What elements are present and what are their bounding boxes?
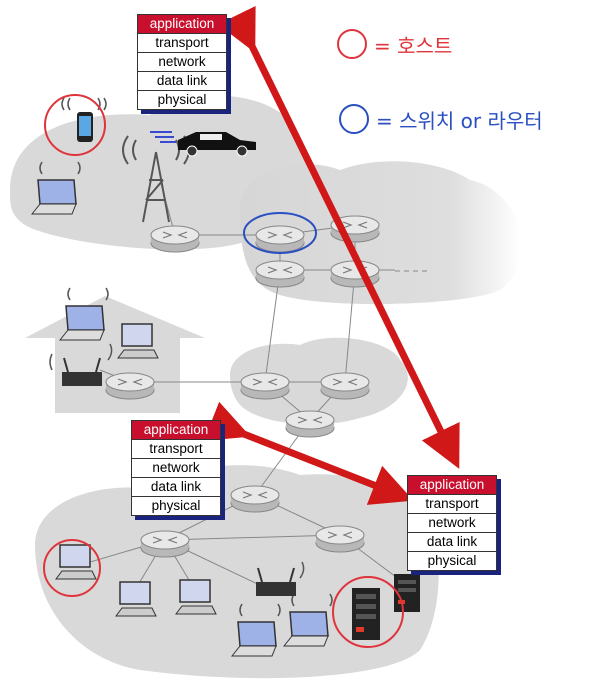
router-icon (230, 485, 280, 513)
stack-layer-network: network (132, 458, 220, 477)
legend-router-circle (339, 104, 369, 134)
stack-layer-network: network (408, 513, 496, 532)
router-highlight-ellipse (243, 212, 317, 254)
stack-layer-physical: physical (408, 551, 496, 570)
legend-host-text: = 호스트 (374, 34, 453, 58)
wifi-router-icon (256, 561, 305, 596)
host-highlight-circle (43, 539, 101, 597)
stack-layer-data-link: data link (138, 71, 226, 90)
laptop-icon (58, 287, 109, 341)
protocol-stack-enterprise: application transport network data link … (131, 420, 221, 516)
router-icon (255, 225, 305, 253)
stack-layer-transport: transport (138, 33, 226, 52)
host-to-server-arrow (203, 401, 414, 505)
legend-host-circle (337, 29, 367, 59)
desktop-icon (175, 579, 217, 615)
host-highlight-circle (44, 94, 106, 156)
router-icon (140, 530, 190, 558)
wifi-router-icon (49, 343, 113, 386)
router-icon (150, 225, 200, 253)
stack-layer-transport: transport (408, 494, 496, 513)
router-icon (315, 525, 365, 553)
router-icon (320, 372, 370, 400)
router-icon (255, 260, 305, 288)
stack-layer-physical: physical (132, 496, 220, 515)
router-icon (285, 410, 335, 438)
router-icon (105, 372, 155, 400)
enterprise-cloud (35, 465, 439, 679)
stack-layer-network: network (138, 52, 226, 71)
desktop-icon (55, 544, 97, 580)
smartphone-icon (61, 97, 107, 142)
router-icon (240, 372, 290, 400)
protocol-stack-mobile: application transport network data link … (137, 14, 227, 110)
stack-layer-physical: physical (138, 90, 226, 109)
stack-layer-data-link: data link (408, 532, 496, 551)
legend-router-text: = 스위치 or 라우터 (376, 109, 543, 133)
protocol-stack-server: application transport network data link … (407, 475, 497, 571)
laptop-icon (282, 593, 333, 647)
host-highlight-circle (332, 576, 404, 648)
stack-layer-transport: transport (132, 439, 220, 458)
end-to-end-arrow (217, 5, 460, 469)
desktop-icon (117, 323, 159, 359)
stack-layer-application: application (132, 421, 220, 439)
laptop-icon (30, 161, 81, 215)
stack-layer-application: application (138, 15, 226, 33)
stack-layer-application: application (408, 476, 496, 494)
desktop-icon (115, 581, 157, 617)
laptop-icon (230, 603, 281, 657)
stack-layer-data-link: data link (132, 477, 220, 496)
